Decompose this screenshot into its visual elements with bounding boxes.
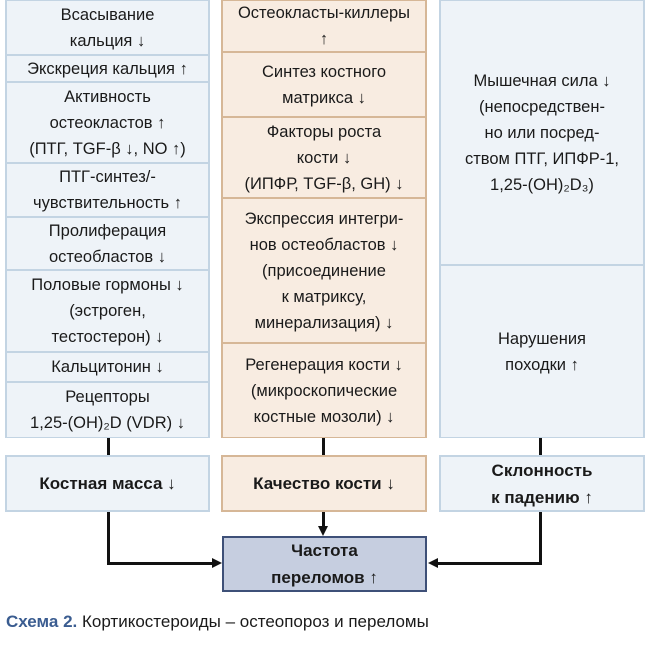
osteoclast-activity: Активность остеокластов ↑ (ПТГ, TGF-β ↓,…	[5, 82, 210, 163]
arrow-right-vertical	[539, 512, 542, 565]
left-column: Всасывание кальция ↓ Экскреция кальция ↑…	[5, 0, 210, 438]
sex-hormones: Половые гормоны ↓ (эстроген, тестостерон…	[5, 270, 210, 352]
arrow-left-horizontal	[107, 562, 215, 565]
muscle-strength: Мышечная сила ↓ (непосредствен- но или п…	[439, 0, 645, 265]
bone-growth-factors: Факторы роста кости ↓ (ИПФР, TGF-β, GH) …	[221, 117, 427, 198]
arrowhead-middle	[318, 526, 328, 536]
calcitonin: Кальцитонин ↓	[5, 352, 210, 382]
bone-regeneration: Регенерация кости ↓ (микроскопические ко…	[221, 343, 427, 438]
integrin-expression: Экспрессия интегри- нов остеобластов ↓ (…	[221, 198, 427, 343]
arrow-left-vertical	[107, 512, 110, 564]
arrow-middle-vertical	[322, 512, 325, 528]
caption-text: Кортикостероиды – остеопороз и переломы	[77, 612, 429, 631]
right-column: Мышечная сила ↓ (непосредствен- но или п…	[439, 0, 645, 438]
caption-label: Схема 2.	[6, 612, 78, 631]
calcium-absorption: Всасывание кальция ↓	[5, 0, 210, 55]
arrow-right-horizontal	[437, 562, 542, 565]
vdr-receptors: Рецепторы 1,25-(OH)₂D (VDR) ↓	[5, 382, 210, 438]
connector-right-top	[539, 438, 542, 455]
calcium-excretion: Экскреция кальция ↑	[5, 55, 210, 82]
osteoblast-proliferation: Пролиферация остеобластов ↓	[5, 217, 210, 270]
arrowhead-right	[428, 558, 438, 568]
bone-mass-box: Костная масса ↓	[5, 455, 210, 512]
pth-synthesis: ПТГ-синтез/- чувствительность ↑	[5, 163, 210, 217]
matrix-synthesis: Синтез костного матрикса ↓	[221, 52, 427, 117]
osteoclast-killers: Остеокласты-киллеры ↑	[221, 0, 427, 52]
connector-middle-top	[322, 438, 325, 455]
arrowhead-left	[212, 558, 222, 568]
connector-left-top	[107, 438, 110, 455]
bone-quality-box: Качество кости ↓	[221, 455, 427, 512]
fracture-rate-box: Частота переломов ↑	[222, 536, 427, 592]
middle-column: Остеокласты-киллеры ↑ Синтез костного ма…	[221, 0, 427, 438]
gait-disorders: Нарушения походки ↑	[439, 265, 645, 438]
caption: Схема 2. Кортикостероиды – остеопороз и …	[6, 612, 429, 632]
fall-risk-box: Склонность к падению ↑	[439, 455, 645, 512]
